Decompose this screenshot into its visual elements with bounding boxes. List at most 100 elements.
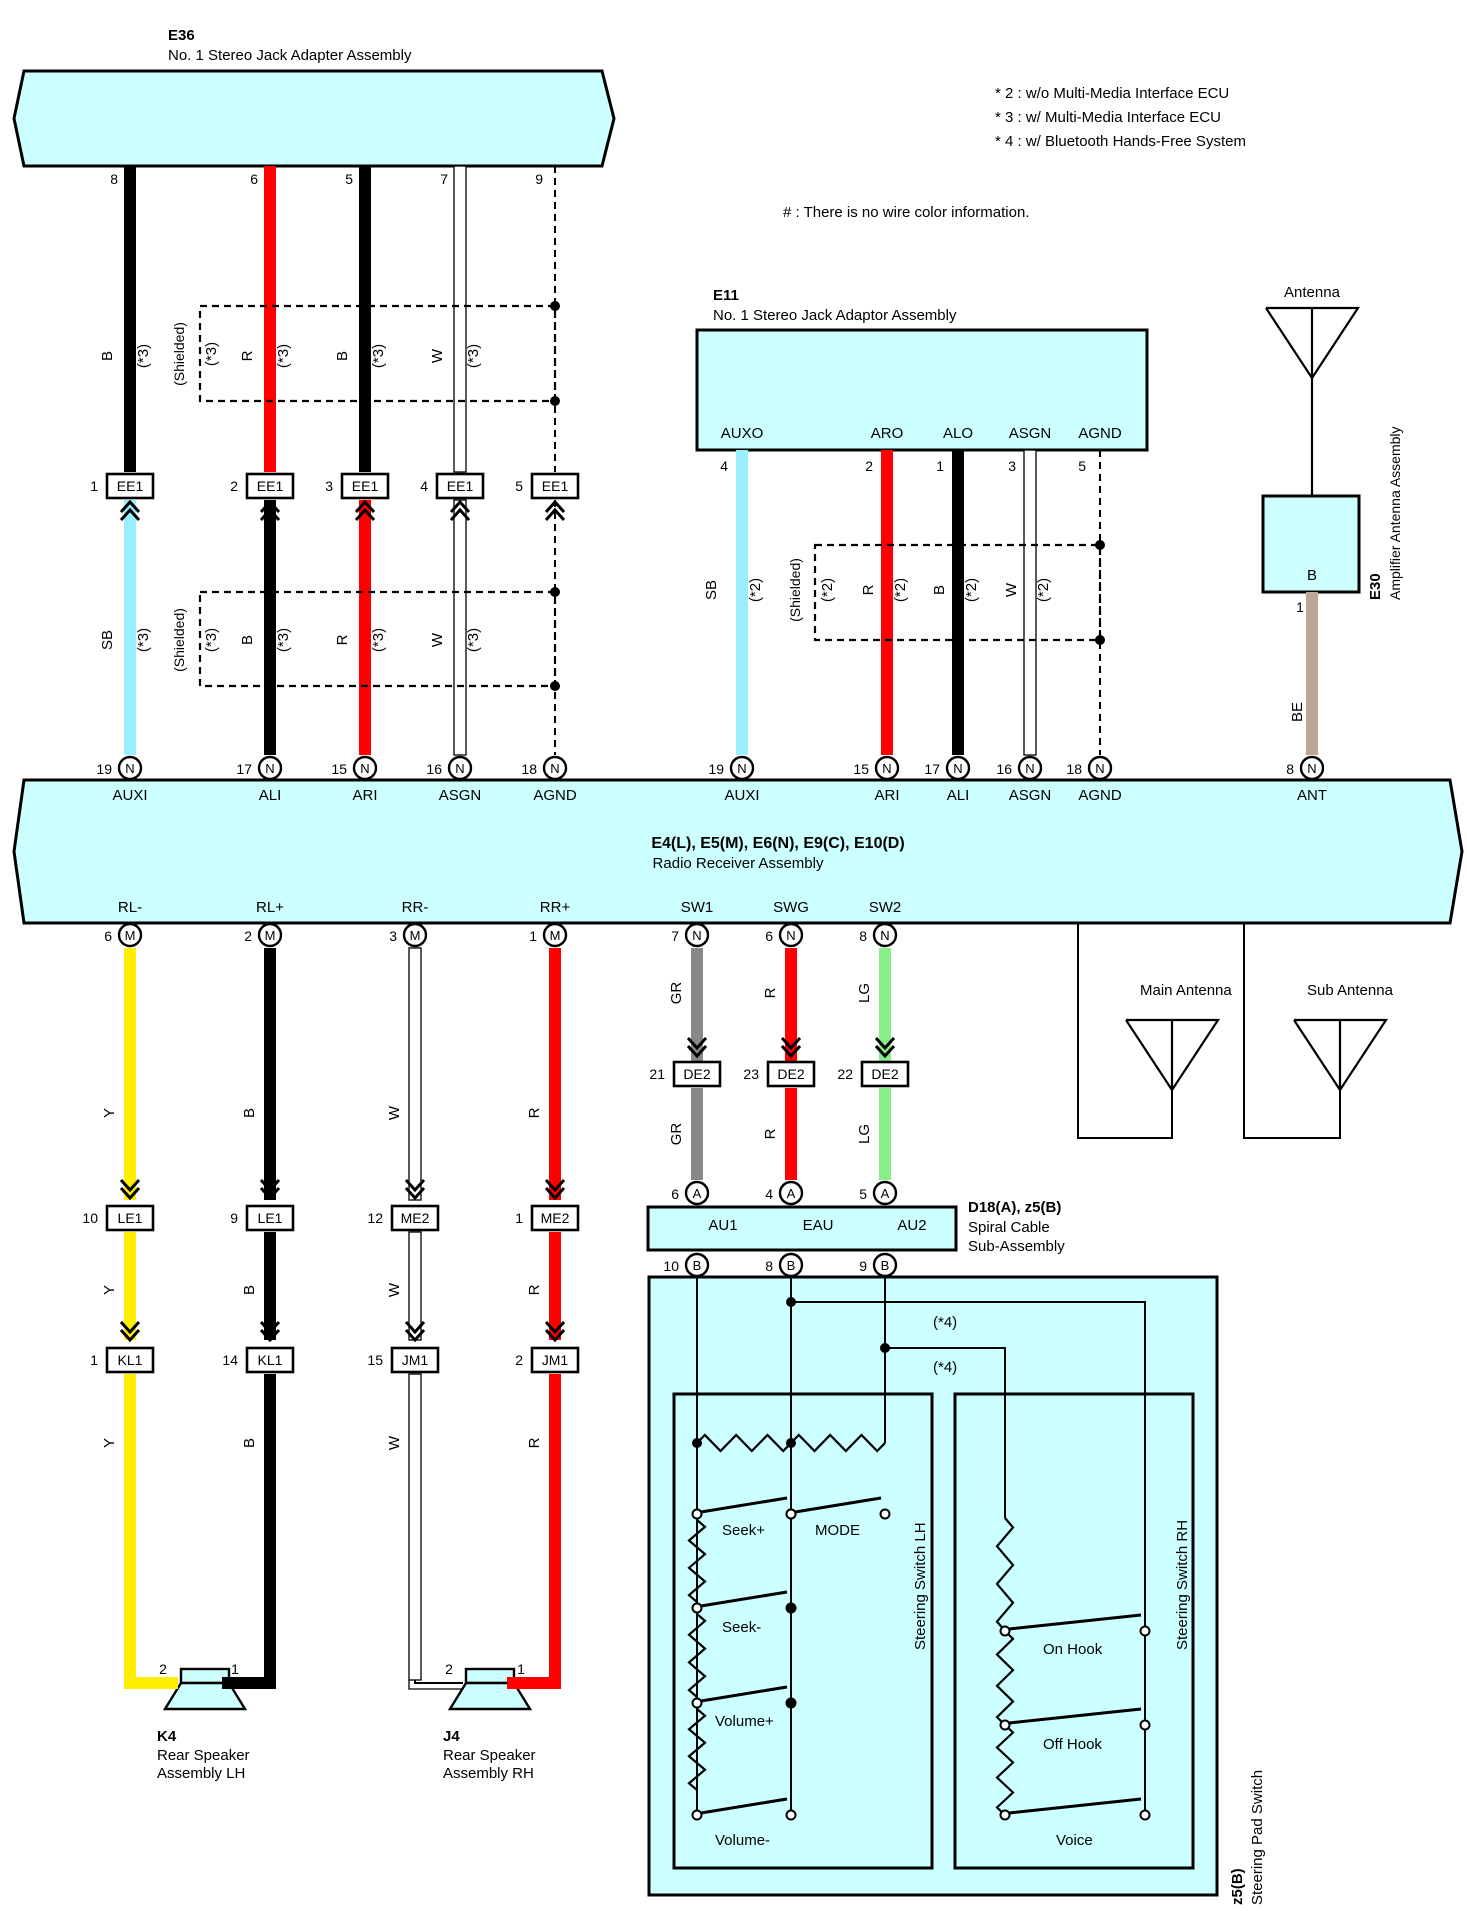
steering-chevron xyxy=(874,1044,896,1059)
speaker-chevron xyxy=(259,1328,281,1343)
lh-resistor-1 xyxy=(696,1433,792,1453)
junction-dot xyxy=(786,1603,796,1613)
e11-terminal-label: AUXO xyxy=(721,425,764,442)
radio-terminal-label: SWG xyxy=(773,899,809,916)
wire-color-label: R xyxy=(526,1107,543,1118)
wire-color-label: GR xyxy=(668,1123,685,1146)
speaker-j4-magnet xyxy=(464,1667,516,1685)
radio-pin-node xyxy=(872,922,898,948)
radio-receiver-assembly xyxy=(12,778,1464,925)
radio-pin-node xyxy=(257,922,283,948)
shield-e36-ee1-drain-bottom xyxy=(550,396,560,406)
option-tag: (*3) xyxy=(465,344,482,368)
spiral-pin-a xyxy=(872,1180,898,1206)
radio-pin-node-letter: M xyxy=(265,928,276,943)
connector-de2-pin: 22 xyxy=(837,1066,853,1082)
e11-pin: 1 xyxy=(936,458,944,474)
radio-terminal-label: ARI xyxy=(352,787,377,804)
spiral-pin-b-letter: B xyxy=(881,1258,890,1273)
radio-pin-node xyxy=(542,755,568,781)
connector-de2-pin: 21 xyxy=(649,1066,665,1082)
switch-volume-plus: Volume+ xyxy=(715,1713,774,1730)
k4-name-1: Rear Speaker xyxy=(157,1747,250,1764)
speaker-chevron xyxy=(544,1178,566,1193)
e36-pin: 6 xyxy=(250,171,258,187)
au2-junction xyxy=(880,1343,890,1353)
speaker-chevron xyxy=(404,1186,426,1201)
radio-pin-node xyxy=(778,922,804,948)
ee1-chevron xyxy=(119,499,141,514)
radio-pin-number: 15 xyxy=(853,761,869,777)
connector-ee1-label: EE1 xyxy=(257,478,284,494)
switch-volume-minus-contact-terminal-b xyxy=(785,1809,797,1821)
wire-color-label: LG xyxy=(856,983,873,1003)
switch-seek-minus-contact-terminal-a xyxy=(691,1602,703,1614)
e11-pin: 4 xyxy=(720,458,728,474)
speaker-j4-lead-right xyxy=(507,1677,561,1689)
wire-color-label: B xyxy=(99,351,116,361)
lh-resistor-3 xyxy=(687,1519,707,1603)
e11-terminal-label: ARO xyxy=(871,425,904,442)
bt-tag-1: (*4) xyxy=(933,1314,957,1331)
wire-speaker-2 xyxy=(408,1373,422,1681)
e30-pin-label: B xyxy=(1307,567,1317,584)
switch-volume-minus-contact-terminal-a xyxy=(691,1809,703,1821)
connector-low-pin: 15 xyxy=(367,1352,383,1368)
connector-ee1-pin: 4 xyxy=(420,478,428,494)
radio-terminal-label: ARI xyxy=(874,787,899,804)
connector-low-pin: 14 xyxy=(222,1352,238,1368)
connector-low xyxy=(105,1346,155,1374)
wire-color-label: W xyxy=(1003,582,1020,597)
speaker-j4-cone xyxy=(447,1681,533,1711)
wire-color-label: R xyxy=(239,350,256,361)
radio-terminal-label: ANT xyxy=(1297,787,1327,804)
radio-pin-node xyxy=(402,922,428,948)
shield-e11-radio-drain-top xyxy=(1095,540,1105,550)
radio-pin-node-letter: N xyxy=(953,761,962,776)
switch-mode-contact-terminal-b xyxy=(879,1508,891,1520)
sub-antenna-lead xyxy=(1243,923,1341,1139)
speaker-chevron xyxy=(259,1186,281,1201)
switch-volume-plus-contact xyxy=(700,1685,788,1703)
ee1-chevron xyxy=(354,499,376,514)
j4-white-outline xyxy=(408,1680,463,1690)
connector-mid-label: LE1 xyxy=(258,1210,283,1226)
wire-ee1-asgn xyxy=(453,499,467,756)
radio-pin-node xyxy=(1017,755,1043,781)
radio-pin-node-letter: N xyxy=(1025,761,1034,776)
sub-antenna-label: Sub Antenna xyxy=(1307,982,1394,999)
junction-dot xyxy=(786,1698,796,1708)
switch-voice: Voice xyxy=(1056,1832,1093,1849)
connector-ee1-label: EE1 xyxy=(447,478,474,494)
radio-terminal-label: RL+ xyxy=(256,899,284,916)
lh-resistor-2 xyxy=(790,1433,886,1453)
radio-pin-number: 2 xyxy=(244,928,252,944)
k4-name-2: Assembly LH xyxy=(157,1765,245,1782)
radio-pin-node xyxy=(542,922,568,948)
connector-low-label: JM1 xyxy=(402,1352,429,1368)
wire-color-label: SB xyxy=(703,580,720,600)
radio-terminal-label: AGND xyxy=(1078,787,1122,804)
radio-terminal-label: RR- xyxy=(402,899,429,916)
shield-ee1-radio-drain-top xyxy=(550,587,560,597)
connector-low xyxy=(530,1346,580,1374)
radio-terminal-label: ALI xyxy=(947,787,970,804)
shield-ee1-radio-drain-bottom xyxy=(550,681,560,691)
radio-pin-number: 18 xyxy=(521,761,537,777)
connector-low xyxy=(390,1346,440,1374)
radio-terminal-label: RL- xyxy=(118,899,142,916)
connector-mid-pin: 10 xyxy=(82,1210,98,1226)
radio-pin-node-letter: N xyxy=(360,761,369,776)
radio-pin-number: 1 xyxy=(529,928,537,944)
radio-name: Radio Receiver Assembly xyxy=(653,855,824,872)
steering-switch-rh-box xyxy=(953,1392,1195,1870)
connector-ee1-pin: 3 xyxy=(325,478,333,494)
spiral-pin-au2: AU2 xyxy=(897,1217,926,1234)
wire-color-label: R xyxy=(762,987,779,998)
ee1-chevron xyxy=(259,507,281,522)
steering-chevron xyxy=(686,1044,708,1059)
connector-de2-label: DE2 xyxy=(777,1066,804,1082)
switch-volume-minus-contact xyxy=(700,1797,788,1815)
radio-pin-node xyxy=(684,922,710,948)
wire-color-label: W xyxy=(386,1105,403,1120)
